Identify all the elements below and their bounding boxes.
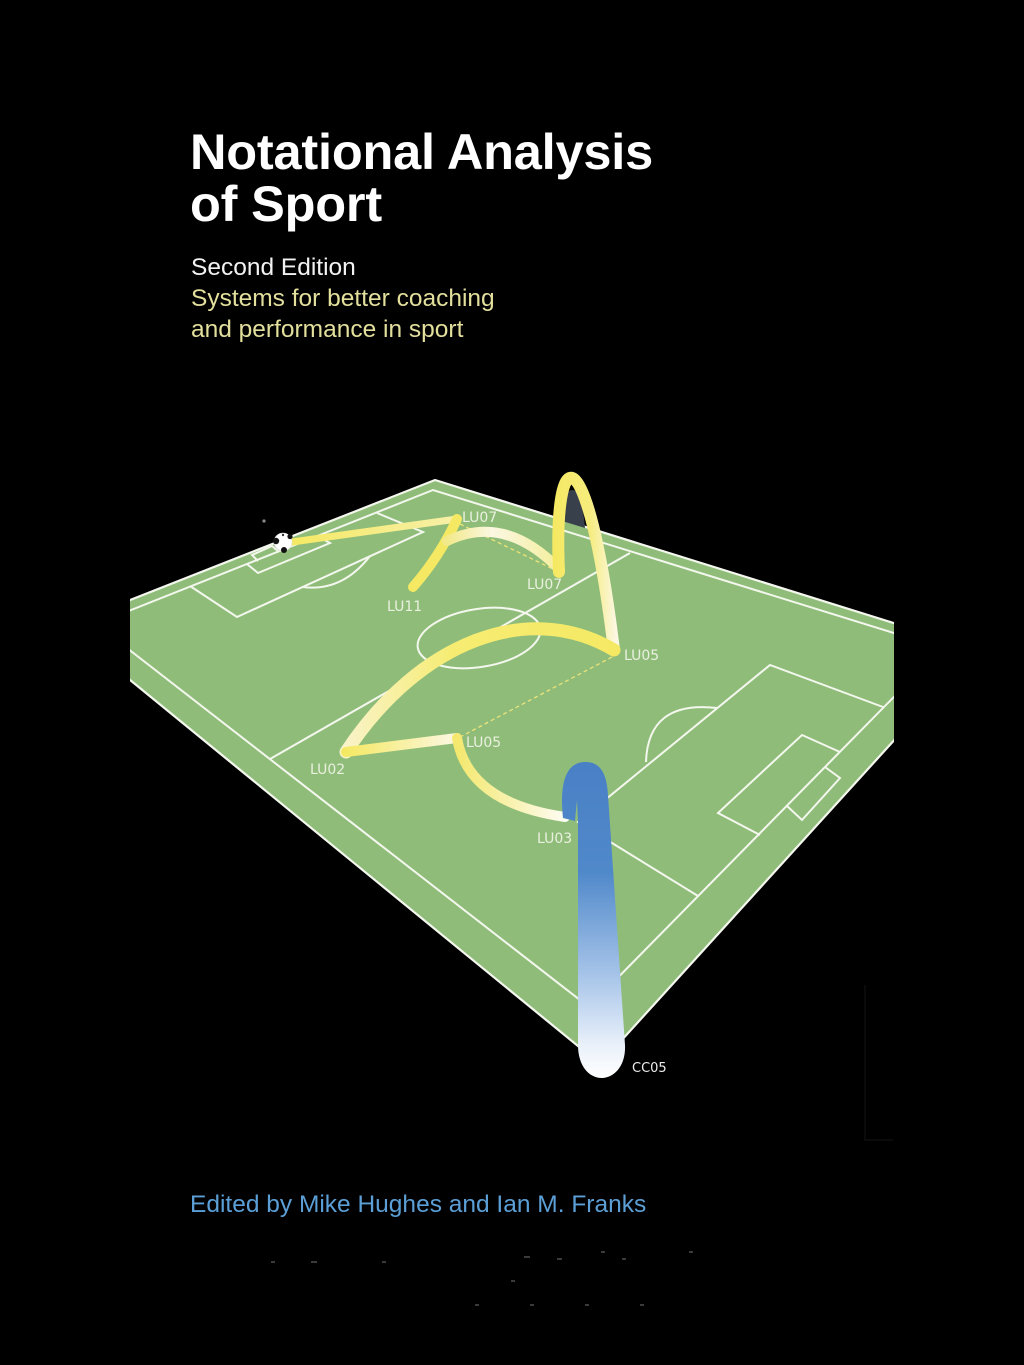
pass-ball-to-lu07 xyxy=(288,515,461,546)
book-title: Notational Analysis of Sport xyxy=(190,126,653,230)
label-lu02: LU02 xyxy=(310,762,346,778)
subtitle-block: Second Edition Systems for better coachi… xyxy=(191,252,495,345)
label-lu05-first: LU05 xyxy=(624,648,660,664)
right-penalty-box xyxy=(576,663,884,897)
editors-credit: Edited by Mike Hughes and Ian M. Franks xyxy=(190,1191,647,1218)
subtitle-line-1: Systems for better coaching xyxy=(191,285,495,312)
right-goal xyxy=(786,766,842,822)
left-penalty-box xyxy=(189,512,426,619)
shot-path xyxy=(562,761,626,1078)
left-penalty-arc xyxy=(302,555,371,589)
label-cc05: CC05 xyxy=(632,1061,667,1076)
pass-lu07-lu05-arch xyxy=(552,471,620,656)
left-goal xyxy=(250,544,280,562)
pass-lu05-lu03 xyxy=(452,733,570,822)
pass-path xyxy=(288,471,621,822)
pitch-surface xyxy=(130,478,894,1066)
scan-line xyxy=(864,985,893,1141)
dashed-link-lu05 xyxy=(461,656,613,737)
edition-label: Second Edition xyxy=(191,254,356,281)
right-six-yard-box xyxy=(716,733,841,836)
pass-lu05-lu02 xyxy=(339,622,621,759)
right-penalty-arc xyxy=(645,706,718,763)
scan-specks xyxy=(271,1251,693,1306)
pass-lu02-lu05 xyxy=(341,733,462,757)
label-lu07-second: LU07 xyxy=(527,577,563,593)
title-line-2: of Sport xyxy=(190,175,382,232)
speck xyxy=(262,519,266,523)
pass-to-lu07 xyxy=(442,526,565,575)
football-icon xyxy=(272,532,293,553)
label-lu11: LU11 xyxy=(387,599,423,615)
label-lu03: LU03 xyxy=(537,831,573,847)
football-pitch xyxy=(130,478,894,1066)
pass-lu07-lu11 xyxy=(408,514,462,592)
title-line-1: Notational Analysis xyxy=(190,123,653,180)
subtitle-line-2: and performance in sport xyxy=(191,316,464,343)
label-lu07-first: LU07 xyxy=(462,510,498,526)
label-lu05-second: LU05 xyxy=(466,735,502,751)
